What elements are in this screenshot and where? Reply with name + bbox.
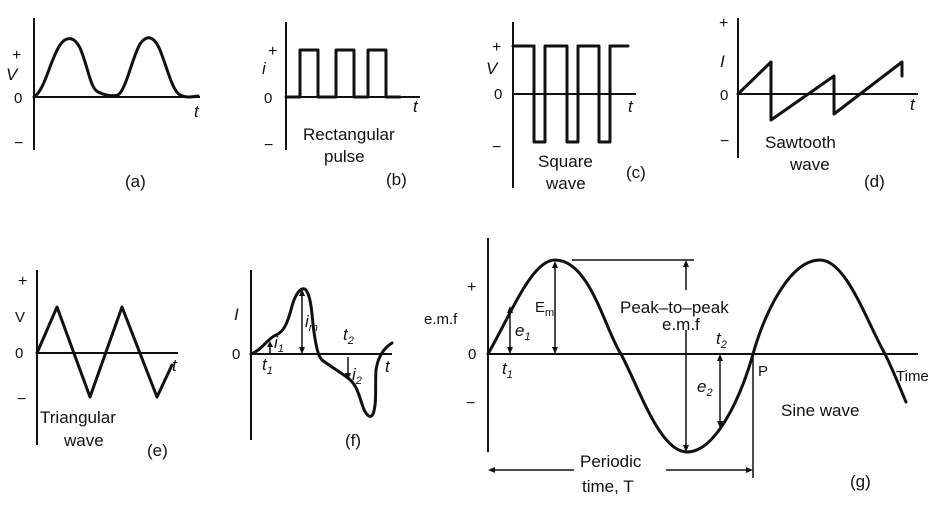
panel-a-x-label: t [194, 102, 200, 121]
panel-b-minus: − [264, 137, 273, 154]
panel-f-x-label: t [385, 357, 391, 376]
panel-c-caption: (c) [626, 163, 646, 182]
panel-f-zero: 0 [232, 346, 240, 363]
panel-g-em-arrowhead-top [552, 261, 558, 268]
panel-e-y-label: V [15, 309, 25, 326]
panel-d-minus: − [720, 133, 729, 150]
panel-d-zero: 0 [720, 87, 728, 104]
panel-b-waveform [284, 48, 402, 99]
panel-g-zero: 0 [468, 346, 476, 363]
panel-g-e2-label: e2 [697, 377, 713, 399]
panel-f-y-label: I [234, 305, 239, 324]
panel-e-caption: (e) [147, 441, 168, 460]
panel-c-waveform [511, 44, 630, 144]
panel-a-minus: − [14, 135, 23, 152]
panel-c-minus: − [492, 139, 501, 156]
panel-f-im-label: im [305, 312, 318, 334]
panel-d: + I 0 − t Sawtooth wave (d) [719, 15, 918, 191]
panel-c-name-1: Square [538, 152, 593, 171]
panel-a-caption: (a) [125, 172, 146, 191]
panel-g-name: Sine wave [781, 401, 859, 420]
panel-e: + V 0 − t Triangular wave (e) [15, 270, 178, 460]
panel-f-im-arrowhead-top [299, 289, 305, 296]
panel-g-point-p: P [758, 363, 768, 380]
panel-f-i1-arrowhead [267, 341, 273, 347]
panel-c-plus: + [492, 39, 501, 56]
panel-d-y-label: I [720, 52, 725, 71]
panel-a-zero: 0 [14, 90, 22, 107]
panel-e-name-2: wave [63, 431, 104, 450]
panel-g-e1-arrowhead-top [507, 306, 513, 313]
panel-g-p2p-label-2: e.m.f [662, 315, 700, 334]
panel-c: + V 0 − t Square wave (c) [486, 22, 646, 193]
panel-g-p2p-arrowhead-bottom [683, 445, 689, 452]
panel-f-im-arrowhead-bottom [299, 347, 305, 354]
panel-d-x-label: t [910, 95, 916, 114]
panel-f-i2-arrowhead [345, 373, 351, 380]
panel-e-minus: − [17, 391, 26, 408]
panel-g-e1-label: e1 [515, 321, 531, 343]
panel-g-t1-label: t1 [502, 359, 513, 381]
panel-b-y-label: i [262, 59, 267, 78]
panel-d-waveform [736, 60, 904, 122]
panel-c-y-label: V [486, 59, 499, 78]
panel-d-plus: + [719, 15, 728, 32]
panel-e-x-label: t [172, 356, 178, 375]
panel-d-caption: (d) [864, 172, 885, 191]
panel-a-waveform [32, 36, 200, 99]
panel-c-zero: 0 [494, 86, 502, 103]
panel-g-sine-wave [486, 258, 908, 454]
panel-e-waveform [35, 305, 174, 399]
panel-a-y-label: V [6, 65, 19, 84]
panel-g-period-arrowhead-left [488, 467, 495, 473]
panel-f-waveform [249, 287, 394, 418]
panel-a: + V 0 − t (a) [6, 18, 200, 191]
panel-g-em-label: Em [535, 299, 554, 319]
panel-g-p2p-arrowhead-top [683, 260, 689, 267]
panel-e-name-1: Triangular [40, 408, 116, 427]
panel-b-name-1: Rectangular [303, 125, 395, 144]
panel-c-x-label: t [628, 97, 634, 116]
panel-d-name-2: wave [789, 155, 830, 174]
panel-b-name-2: pulse [324, 147, 365, 166]
panel-f-i2-label: i2 [352, 365, 362, 387]
panel-e-zero: 0 [15, 345, 23, 362]
panel-f: I 0 t i1 im i2 t1 t2 (f) [232, 270, 394, 450]
panel-g: + e.m.f 0 − Time e1 Em t1 t2 e2 P Peak–t… [424, 238, 929, 496]
panel-g-minus: − [466, 395, 475, 412]
panel-b-plus: + [268, 43, 277, 60]
panel-g-caption: (g) [850, 472, 871, 491]
panel-g-e2-arrowhead-bottom [717, 421, 723, 428]
panel-b-zero: 0 [264, 90, 272, 107]
panel-g-t2-label: t2 [716, 329, 727, 351]
panel-b: + i 0 − t Rectangular pulse (b) [262, 22, 420, 189]
panel-g-p2p-label-1: Peak–to–peak [620, 298, 729, 317]
panel-g-e2-arrowhead-top [717, 354, 723, 361]
panel-a-plus: + [12, 47, 21, 64]
panel-g-period-label-2: time, T [582, 477, 634, 496]
panel-f-caption: (f) [345, 431, 361, 450]
panel-f-i1-label: i1 [274, 333, 284, 355]
panel-f-t1-label: t1 [262, 355, 273, 377]
panel-d-name-1: Sawtooth [765, 133, 836, 152]
panel-g-plus: + [467, 279, 476, 296]
panel-g-x-label: Time [896, 368, 929, 385]
panel-g-period-label-1: Periodic [580, 452, 642, 471]
panel-e-plus: + [18, 273, 27, 290]
panel-f-t2-label: t2 [343, 325, 354, 347]
panel-b-caption: (b) [386, 170, 407, 189]
panel-g-period-arrowhead-right [746, 467, 753, 473]
panel-g-y-label: e.m.f [424, 311, 458, 328]
panel-g-e1-arrowhead-bottom [507, 347, 513, 354]
panel-b-x-label: t [413, 97, 419, 116]
panel-c-name-2: wave [545, 174, 586, 193]
panel-g-em-arrowhead-bottom [552, 347, 558, 354]
